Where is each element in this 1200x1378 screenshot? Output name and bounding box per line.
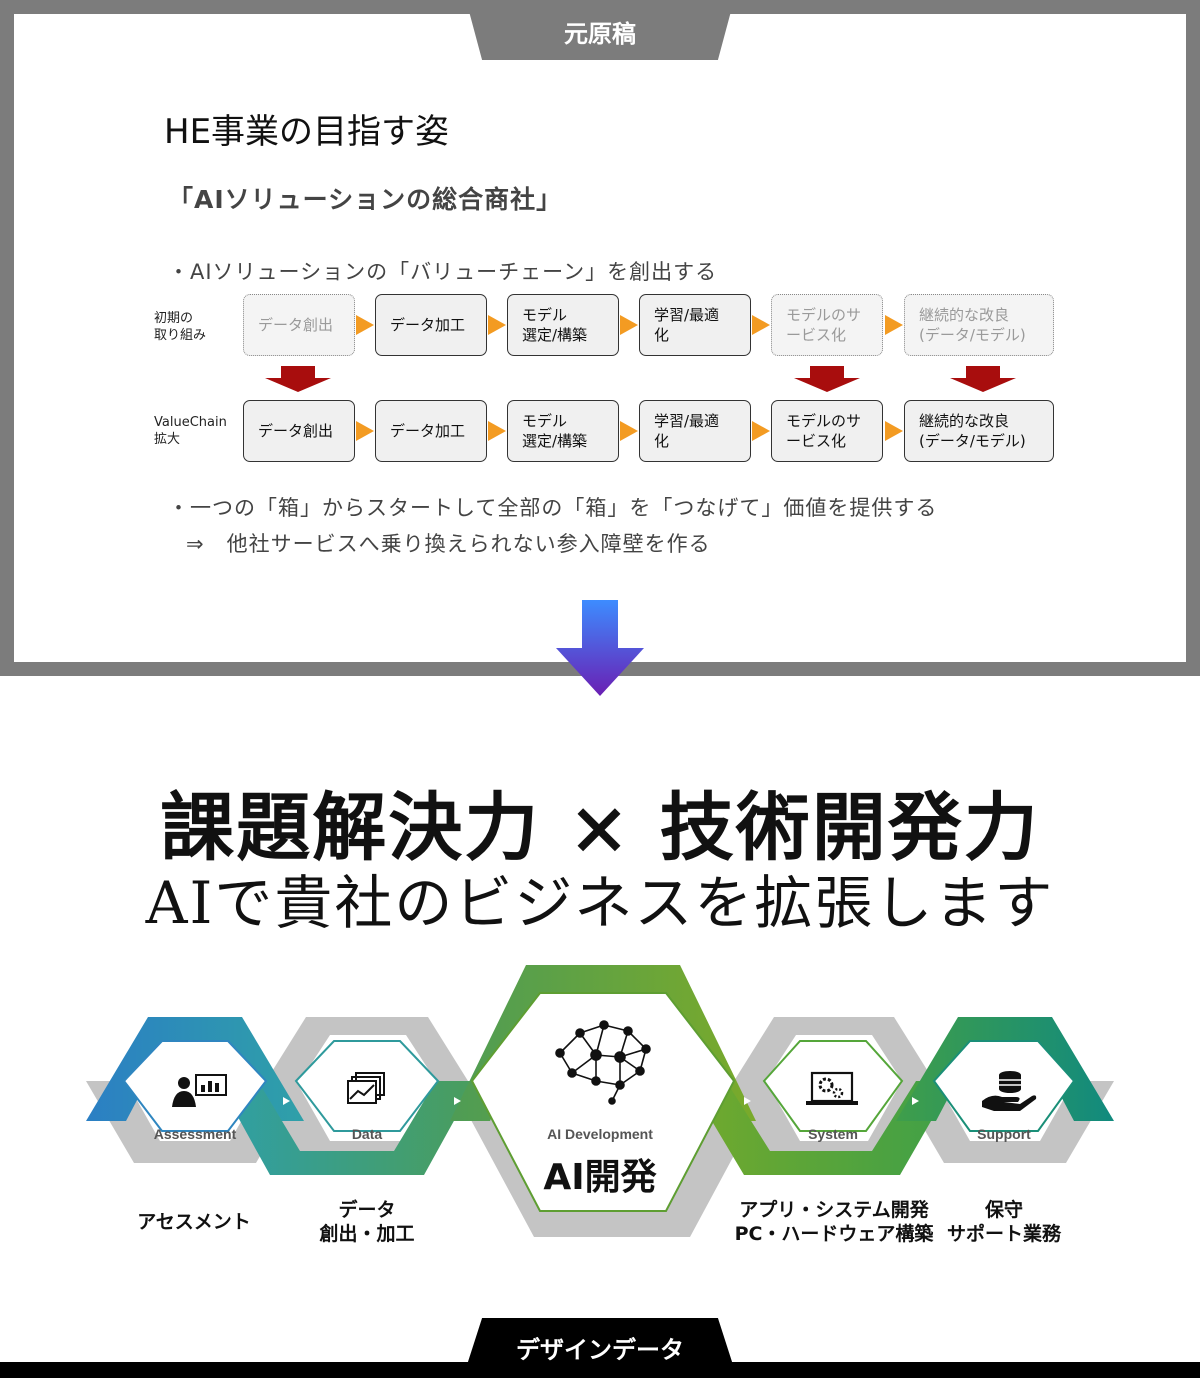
monitor-gears-icon — [806, 1071, 858, 1105]
box-initial-learning: 学習/最適化 — [639, 294, 751, 356]
caption-system: アプリ・システム開発 PC・ハードウェア構築 — [734, 1199, 934, 1245]
ai-hex — [470, 992, 736, 1212]
service-flow-diagram: Assessment Data AI Development AI開発 Syst… — [86, 965, 1114, 1237]
box-vc-continuous-improvement: 継続的な改良(データ/モデル) — [904, 400, 1054, 462]
bullet-connect-boxes: ・一つの「箱」からスタートして全部の「箱」を「つなげて」価値を提供する — [168, 496, 938, 520]
design-tab — [466, 1318, 734, 1368]
design-headline: 課題解決力 × 技術開発力 — [160, 785, 1040, 871]
chart-image-icon — [347, 1072, 385, 1104]
design-subheadline: AIで貴社のビジネスを拡張します — [145, 869, 1055, 937]
arrow-down-icon — [950, 366, 1016, 392]
box-initial-continuous-improvement: 継続的な改良(データ/モデル) — [904, 294, 1054, 356]
chevron-right-icon — [752, 315, 770, 335]
row-label-initial: 初期の 取り組み — [154, 311, 207, 343]
arrow-down-icon — [794, 366, 860, 392]
box-vc-learning: 学習/最適化 — [639, 400, 751, 462]
step-label-system: System — [808, 1126, 858, 1142]
connector-shape — [450, 1081, 774, 1237]
box-vc-data-creation: データ創出 — [243, 400, 355, 462]
ai-hex-top — [450, 965, 756, 1121]
box-initial-model-selection: モデル選定/構築 — [507, 294, 619, 356]
bullet-value-chain: ・AIソリューションの「バリューチェーン」を創出する — [168, 260, 718, 284]
box-vc-model-selection: モデル選定/構築 — [507, 400, 619, 462]
chevron-right-icon — [488, 315, 506, 335]
connector-shape — [896, 1081, 1114, 1163]
presentation-icon — [172, 1074, 227, 1107]
chevron-right-icon — [620, 315, 638, 335]
caption-assessment: アセスメント — [137, 1211, 251, 1233]
chevron-right-icon — [356, 315, 374, 335]
box-initial-data-creation: データ創出 — [243, 294, 355, 356]
box-vc-model-service: モデルのサービス化 — [771, 400, 883, 462]
system-hex-bottom — [688, 1081, 954, 1175]
bullet-entry-barrier: ⇒ 他社サービスへ乗り換えられない参入障壁を作る — [186, 532, 711, 556]
original-tab-label: 元原稿 — [564, 20, 636, 48]
connector-shape — [86, 1081, 304, 1163]
flow-marker-icon — [283, 1097, 290, 1105]
chevron-right-icon — [885, 421, 903, 441]
chevron-right-icon — [752, 421, 770, 441]
assessment-hex-top — [86, 1017, 304, 1121]
chevron-right-icon — [488, 421, 506, 441]
connector-shape — [266, 1017, 468, 1081]
chevron-right-icon — [885, 315, 903, 335]
caption-data: データ 創出・加工 — [319, 1199, 415, 1245]
support-hex-top — [896, 1017, 1114, 1121]
arrow-down-icon — [265, 366, 331, 392]
step-label-data: Data — [352, 1126, 383, 1142]
row-label-valuechain: ValueChain 拡大 — [154, 415, 227, 447]
data-hex-bottom — [218, 1081, 476, 1175]
box-initial-model-service: モデルのサービス化 — [771, 294, 883, 356]
design-bottom-bar — [0, 1362, 1200, 1378]
step-label-assessment: Assessment — [154, 1126, 237, 1142]
slide-subtitle: 「AIソリューションの総合商社」 — [168, 185, 563, 214]
box-initial-data-processing: データ加工 — [375, 294, 487, 356]
gradient-down-arrow-icon — [556, 600, 644, 696]
brain-network-icon — [555, 1020, 651, 1105]
step-label-support: Support — [977, 1126, 1031, 1142]
chevron-right-icon — [620, 421, 638, 441]
flow-marker-icon — [454, 1097, 461, 1105]
original-tab — [466, 0, 734, 60]
ai-big-label: AI開発 — [543, 1157, 657, 1198]
caption-support: 保守 サポート業務 — [946, 1199, 1061, 1245]
flow-marker-icon — [912, 1097, 919, 1105]
slide-title: HE事業の目指す姿 — [164, 112, 450, 152]
coins-hand-icon — [982, 1071, 1037, 1111]
design-tab-label: デザインデータ — [516, 1336, 684, 1364]
chevron-right-icon — [356, 421, 374, 441]
flow-marker-icon — [744, 1097, 751, 1105]
step-label-ai-development: AI Development — [547, 1126, 653, 1142]
connector-shape — [734, 1017, 934, 1081]
box-vc-data-processing: データ加工 — [375, 400, 487, 462]
